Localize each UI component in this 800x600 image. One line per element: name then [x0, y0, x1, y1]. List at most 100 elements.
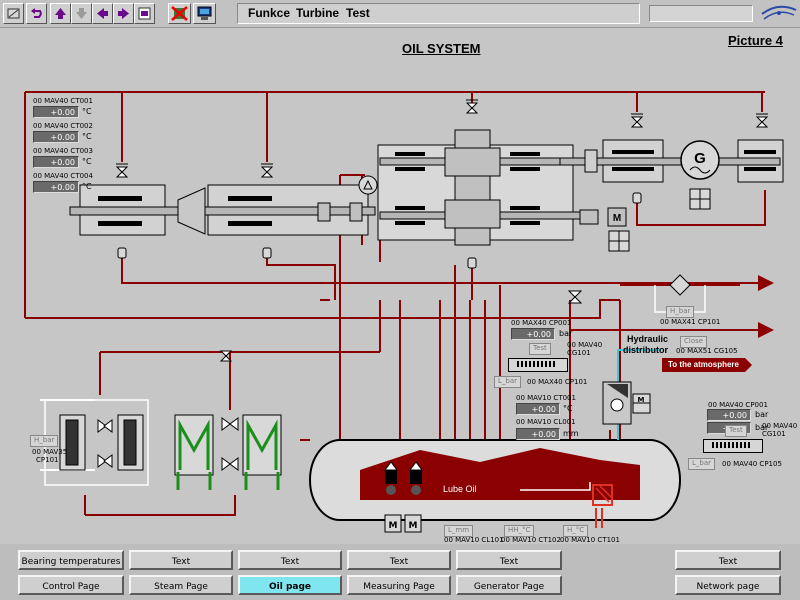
page-title: OIL SYSTEM: [402, 41, 481, 56]
bearing-temp-value-3: +0.00: [33, 156, 79, 168]
bearing-temp-unit-1: °C: [82, 107, 92, 116]
gear-wheels: [317, 129, 501, 246]
alarm-icon[interactable]: [3, 3, 24, 24]
generator-symbol: G: [680, 140, 720, 180]
svg-text:M: M: [638, 396, 645, 404]
svg-text:G: G: [694, 150, 706, 167]
tank-temp-hh-label: HH_°C: [504, 525, 535, 537]
right-unit-1: bar: [755, 410, 769, 419]
oil-pipework: [24, 91, 774, 516]
menu-turbine[interactable]: Turbine: [296, 6, 340, 20]
nav-steam-page[interactable]: Steam Page: [129, 575, 233, 595]
bearing-temp-tag-2: 00 MAV40 CT002: [33, 122, 93, 130]
logo-icon: [761, 5, 797, 20]
bearing-temp-unit-4: °C: [82, 182, 92, 191]
tank-level-alarm-label: L_mm: [444, 525, 474, 537]
atmosphere-label: To the atmosphere: [668, 360, 739, 369]
right-tag4: 00 MAV40 CP105: [722, 460, 782, 468]
bearing-temp-value-4: +0.00: [33, 181, 79, 193]
pressure-low-label: L_bar: [494, 376, 522, 388]
nav-text-2[interactable]: Text: [238, 550, 342, 570]
menu-funkce[interactable]: Funkce: [248, 6, 291, 20]
pressure-tag2: 00 MAV40: [567, 341, 603, 349]
pressure-tag: 00 MAX40 CP001: [511, 319, 572, 327]
svg-text:M: M: [389, 521, 398, 531]
cooler-tag-1: 00 MAV35: [32, 448, 68, 456]
tank-temp-h-tag: 00 MAV10 CT101: [560, 536, 620, 544]
pressure-value: +0.00: [511, 328, 555, 340]
lube-oil-tank: [309, 439, 681, 528]
right-low-label: L_bar: [688, 458, 716, 470]
tank-temp-tag: 00 MAV10 CT001: [516, 394, 576, 402]
monitor-icon[interactable]: [193, 3, 216, 24]
bearing-temp-tag-1: 00 MAV40 CT001: [33, 97, 93, 105]
right-tag: 00 MAV40 CP001: [708, 401, 768, 409]
vent-control-icon[interactable]: M: [632, 393, 652, 415]
bottom-navigation: Bearing temperatures trend Text Text Tex…: [0, 544, 800, 600]
bearing-temp-value-2: +0.00: [33, 131, 79, 143]
undo-icon[interactable]: [26, 3, 47, 24]
tank-name: Lube Oil: [443, 484, 477, 494]
tank-level-unit: mm: [563, 429, 579, 438]
disabled-graph-icon[interactable]: [168, 3, 191, 24]
hydraulic-label-2: distributor: [623, 345, 668, 355]
right-test-button[interactable]: Test: [725, 425, 747, 437]
nav-text-4[interactable]: Text: [456, 550, 562, 570]
bearing-temp-unit-3: °C: [82, 157, 92, 166]
svg-text:M: M: [613, 213, 621, 224]
right-value-1: +0.00: [707, 409, 751, 421]
bearing-temp-tag-4: 00 MAV40 CT004: [33, 172, 93, 180]
bearing-temp-tag-3: 00 MAV40 CT003: [33, 147, 93, 155]
hydraulic-label-1: Hydraulic: [627, 334, 669, 344]
filter-high-label: H_bar: [666, 306, 695, 318]
pump-symbol: [358, 175, 378, 195]
filter-symbols: [117, 192, 691, 296]
menu-test[interactable]: Test: [346, 6, 370, 20]
arrow-down-icon[interactable]: [71, 3, 92, 24]
menu-bar: Funkce Turbine Test: [237, 3, 640, 24]
generator-control-icon[interactable]: [689, 188, 711, 210]
nav-generator-page[interactable]: Generator Page: [456, 575, 562, 595]
svg-text:M: M: [409, 521, 418, 531]
motor-control-icon[interactable]: [608, 230, 630, 252]
tank-temp-value: +0.00: [516, 403, 560, 415]
right-tag2: 00 MAV40: [762, 422, 798, 430]
turbine-bearing-blocks: [79, 139, 784, 241]
cooler-high-label: H_bar: [30, 435, 59, 447]
cooler-tag-2: CP101: [36, 456, 59, 464]
picture-label: Picture 4: [728, 33, 783, 48]
nav-network-page[interactable]: Network page: [675, 575, 781, 595]
filter-tag: 00 MAX41 CP101: [660, 318, 721, 326]
nav-measuring-page[interactable]: Measuring Page: [347, 575, 451, 595]
nav-text-1[interactable]: Text: [129, 550, 233, 570]
bearing-temp-value-1: +0.00: [33, 106, 79, 118]
tank-level-alarm-tag: 00 MAV10 CL101: [444, 536, 504, 544]
nav-control-page[interactable]: Control Page: [18, 575, 124, 595]
tank-temp-unit: °C: [563, 404, 573, 413]
nav-bearing-temperatures-trend[interactable]: Bearing temperatures trend: [18, 550, 124, 587]
tank-level-tag: 00 MAV10 CL001: [516, 418, 576, 426]
pressure-unit: bar: [559, 329, 573, 338]
nav-text-3[interactable]: Text: [347, 550, 451, 570]
compressor-cone: [177, 187, 206, 235]
nav-text-5[interactable]: Text: [675, 550, 781, 570]
arrow-up-icon[interactable]: [50, 3, 71, 24]
hydraulic-close-tag: 00 MAX51 CG105: [676, 347, 738, 355]
hydraulic-close-button[interactable]: Close: [680, 336, 708, 348]
print-icon[interactable]: [134, 3, 155, 24]
arrow-right-icon[interactable]: [113, 3, 134, 24]
right-tag3: CG101: [762, 430, 786, 438]
arrow-left-icon[interactable]: [92, 3, 113, 24]
tank-level-value: +0.00: [516, 428, 560, 440]
right-unit-2: bar: [755, 423, 769, 432]
bearing-temp-unit-2: °C: [82, 132, 92, 141]
nav-oil-page[interactable]: Oil page: [238, 575, 342, 595]
tank-temp-h-label: H_°C: [563, 525, 589, 537]
pressure-test-button[interactable]: Test: [529, 343, 551, 355]
pressure-tag3: CG101: [567, 349, 591, 357]
oil-coolers: [44, 399, 149, 486]
motor-symbol: M: [579, 207, 627, 227]
coupling: [584, 149, 598, 173]
